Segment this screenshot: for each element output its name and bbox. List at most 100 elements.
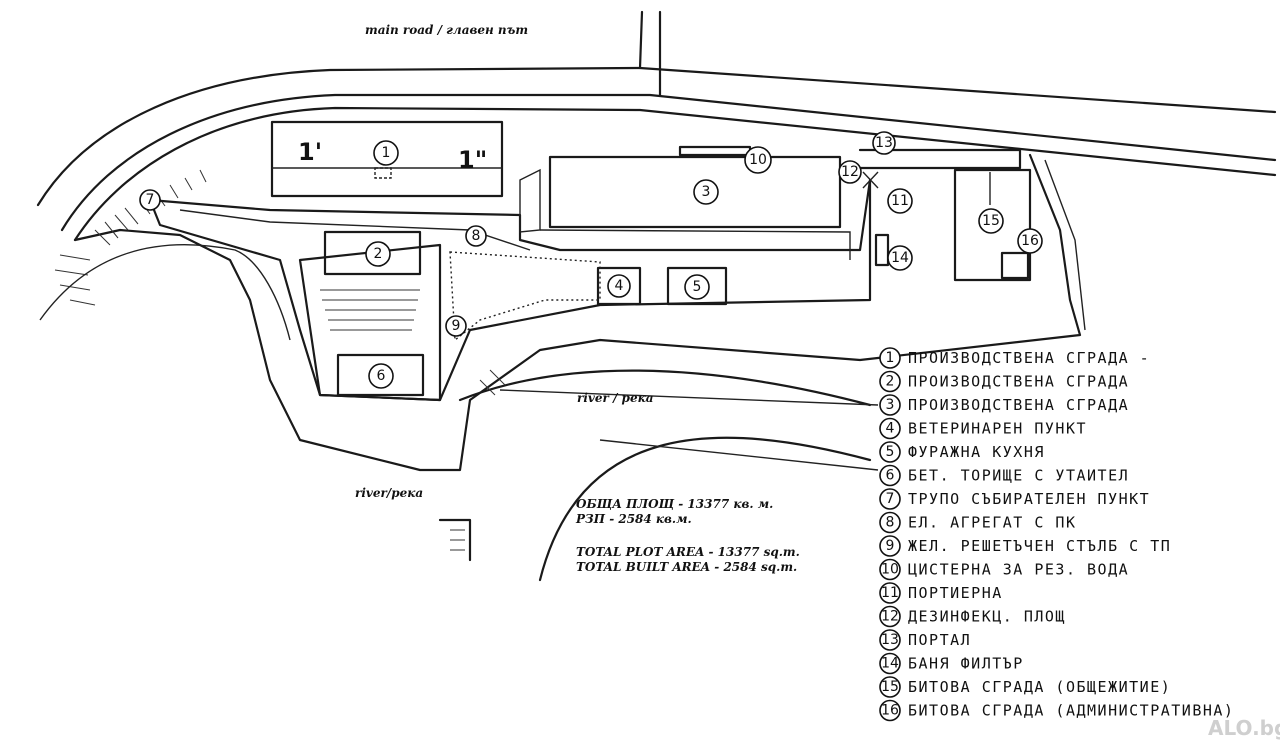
svg-text:12: 12 (841, 164, 859, 180)
legend-number-circle (879, 582, 901, 604)
legend-number-circle (879, 441, 901, 463)
legend-number: 9 (886, 538, 895, 554)
legend-item-3: 3 ПРОИЗВОДСТВЕНА СГРАДА (879, 394, 1129, 416)
svg-text:5: 5 (693, 279, 702, 295)
marker-4: 4 (607, 274, 631, 298)
legend-text: БАНЯ ФИЛТЪР (908, 655, 1024, 673)
legend-text: ЖЕЛ. РЕШЕТЪЧЕН СТЪЛБ С ТП (908, 537, 1171, 555)
legend-number-circle (879, 417, 901, 440)
legend-text: ПРОИЗВОДСТВЕНА СГРАДА (908, 396, 1129, 414)
building-2 (323, 230, 422, 276)
b1-right-mark: 1" (458, 146, 487, 174)
marker-10: 10 (744, 146, 772, 174)
internal-road (148, 178, 872, 402)
legend-number-circle (879, 605, 901, 628)
building-5 (666, 266, 728, 306)
legend-number-circle (879, 558, 901, 581)
svg-text:11: 11 (891, 193, 909, 209)
legend-number: 16 (881, 703, 899, 719)
legend-number: 11 (881, 585, 899, 601)
legend-item-8: 8 ЕЛ. АГРЕГАТ С ПК (879, 511, 1077, 534)
legend-text: ПРОИЗВОДСТВЕНА СГРАДА (908, 373, 1129, 391)
legend-number-circle (879, 652, 901, 675)
legend-number-circle (879, 535, 901, 557)
area-en-built: TOTAL BUILT AREA - 2584 sq.m. (576, 560, 797, 574)
legend-item-7: 7 ТРУПО СЪБИРАТЕЛЕН ПУНКТ (879, 488, 1150, 510)
legend-number: 12 (881, 609, 899, 625)
svg-text:3: 3 (702, 184, 711, 200)
leader-line-6 (599, 439, 879, 471)
marker-15: 15 (978, 208, 1004, 234)
legend-number: 8 (886, 515, 895, 531)
marker-14: 14 (887, 245, 913, 271)
marker-1: 1 (373, 140, 399, 166)
legend-number: 1 (886, 350, 895, 366)
svg-text:14: 14 (891, 250, 909, 266)
legend-text: ПОРТИЕРНА (908, 584, 1003, 602)
legend-item-11: 11 ПОРТИЕРНА (879, 582, 1003, 604)
water-cistern (678, 145, 752, 157)
svg-text:1: 1 (382, 145, 391, 161)
area-bg-total: ОБЩА ПЛОЩ - 13377 кв. м. (576, 497, 773, 511)
legend-number: 2 (886, 374, 895, 390)
dung-yard-6 (298, 243, 442, 402)
legend-item-10: 10 ЦИСТЕРНА ЗА РЕЗ. ВОДА (879, 558, 1129, 581)
marker-7: 7 (139, 189, 161, 211)
legend-number-circle (879, 511, 901, 534)
legend-item-1: 1 ПРОИЗВОДСТВЕНА СГРАДА - (879, 347, 1150, 369)
legend-text: БИТОВА СГРАДА (ОБЩЕЖИТИЕ) (908, 678, 1171, 696)
legend-number-circle (879, 629, 901, 651)
building-3 (519, 155, 851, 260)
legend-number-circle (879, 676, 901, 698)
internal-road-inner (179, 209, 531, 251)
legend-number-circle (879, 488, 901, 510)
legend-text: ПОРТАЛ (908, 631, 971, 649)
legend-number: 3 (886, 397, 895, 413)
legend-number: 6 (886, 468, 895, 484)
legend-text: БЕТ. ТОРИЩЕ С УТАИТЕЛ (908, 467, 1129, 485)
legend-number-circle (879, 464, 901, 487)
marker-3: 3 (693, 179, 719, 205)
river-label-right: river / река (577, 391, 653, 405)
marker-2: 2 (365, 241, 391, 267)
legend-text: ТРУПО СЪБИРАТЕЛЕН ПУНКТ (908, 490, 1150, 508)
svg-text:10: 10 (749, 152, 767, 168)
plot-boundary (73, 106, 1277, 472)
marker-8: 8 (465, 225, 487, 247)
legend-text: ПРОИЗВОДСТВЕНА СГРАДА - (908, 349, 1150, 367)
marker-12: 12 (838, 160, 862, 184)
legend-item-16: 16 БИТОВА СГРАДА (АДМИНИСТРАТИВНА) (879, 699, 1234, 722)
building-4 (596, 266, 642, 306)
svg-text:7: 7 (146, 192, 155, 208)
building-1: 1' 1" (270, 120, 504, 198)
legend-number-circle (879, 370, 901, 393)
legend-text: ЦИСТЕРНА ЗА РЕЗ. ВОДА (908, 561, 1129, 579)
marker-13: 13 (872, 131, 896, 155)
marker-9: 9 (445, 315, 467, 337)
legend-item-9: 9 ЖЕЛ. РЕШЕТЪЧЕН СТЪЛБ С ТП (879, 535, 1171, 557)
legend-number: 7 (886, 491, 895, 507)
svg-text:8: 8 (472, 228, 481, 244)
river (438, 369, 872, 582)
marker-6: 6 (368, 363, 394, 389)
leader-line-3 (499, 389, 879, 406)
b1-left-mark: 1' (298, 138, 322, 166)
watermark: ALO.bg (1208, 716, 1280, 740)
svg-text:16: 16 (1021, 233, 1039, 249)
svg-text:13: 13 (875, 135, 893, 151)
legend-number: 10 (881, 562, 899, 578)
legend-number: 5 (886, 444, 895, 460)
svg-text:4: 4 (615, 278, 624, 294)
legend-text: БИТОВА СГРАДА (АДМИНИСТРАТИВНА) (908, 702, 1234, 720)
legend-text: ВЕТЕРИНАРЕН ПУНКТ (908, 420, 1087, 438)
legend-number-circle (879, 699, 901, 722)
legend-text: ЕЛ. АГРЕГАТ С ПК (908, 514, 1077, 532)
legend-item-2: 2 ПРОИЗВОДСТВЕНА СГРАДА (879, 370, 1129, 393)
